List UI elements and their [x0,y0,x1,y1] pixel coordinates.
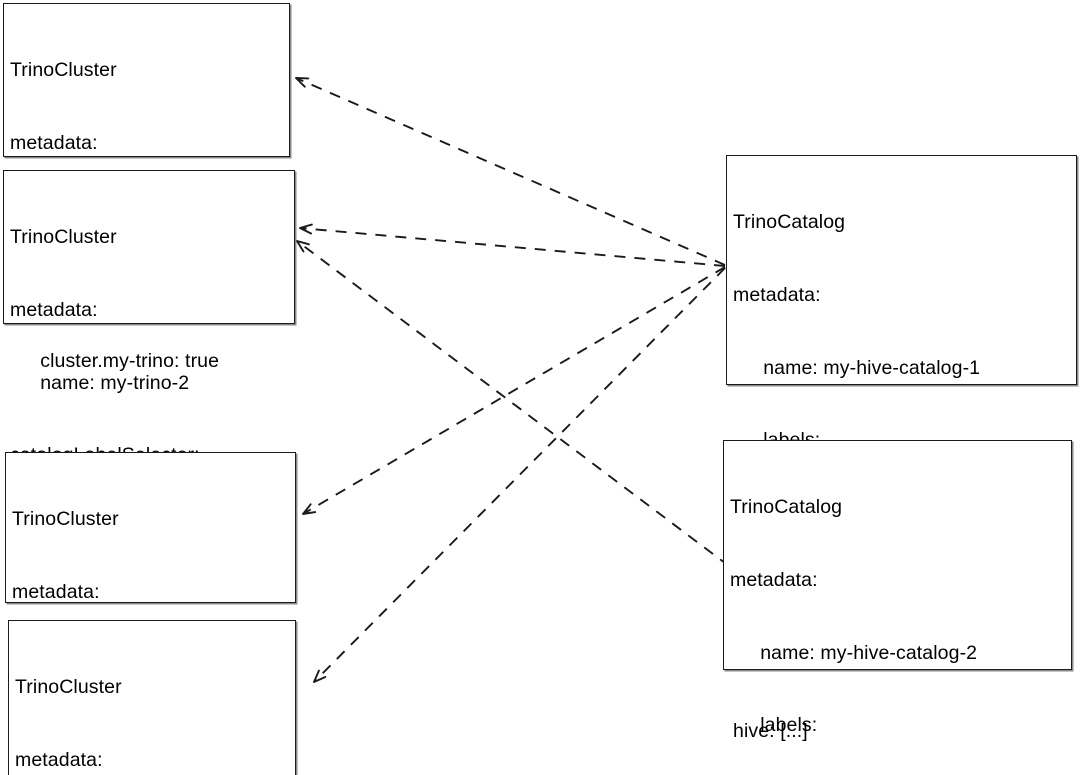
node-metadata-key: metadata: [10,299,98,322]
node-trinocatalog-my-hive-catalog-1[interactable]: TrinoCatalog metadata: name: my-hive-cat… [726,155,1077,742]
node-body: TrinoCatalog metadata: name: my-hive-cat… [724,441,1071,775]
edge-catalog1-to-cluster1 [295,77,726,266]
node-trinocluster-my-trino-blue[interactable]: TrinoCluster metadata: name: my-trino-bl… [5,452,296,748]
node-labels-key: labels: [760,714,818,737]
node-metadata-key: metadata: [15,749,103,772]
node-body: TrinoCluster metadata: name: my-trino-gr… [9,621,295,775]
edge-catalog1-to-cluster4 [313,267,726,683]
node-metadata-key: metadata: [730,569,818,592]
node-kind-label: TrinoCatalog [730,496,843,519]
node-kind-label: TrinoCluster [10,59,117,82]
node-kind-label: TrinoCluster [10,226,117,249]
node-metadata-key: metadata: [733,284,821,307]
edge-catalog2-to-cluster2 [296,240,730,567]
node-selector-entry: cluster.my-trino: true [40,349,220,372]
node-connector-field: hive: [...] [733,719,808,742]
node-kind-label: TrinoCatalog [733,211,846,234]
node-trinocluster-my-trino-green[interactable]: TrinoCluster metadata: name: my-trino-gr… [8,620,296,775]
node-metadata-key: metadata: [10,132,98,155]
node-kind-label: TrinoCluster [12,508,119,531]
node-name-field: name: my-trino-2 [40,371,190,394]
node-trinocatalog-my-hive-catalog-2[interactable]: TrinoCatalog metadata: name: my-hive-cat… [723,440,1072,736]
node-trinocluster-my-trino[interactable]: TrinoCluster metadata: name: my-trino ca… [3,3,290,372]
node-name-field: name: my-hive-catalog-1 [763,356,981,379]
node-name-field: name: my-hive-catalog-2 [760,641,978,664]
node-kind-label: TrinoCluster [15,676,122,699]
edge-catalog1-to-cluster3 [302,266,726,515]
node-trinocluster-my-trino-2[interactable]: TrinoCluster metadata: name: my-trino-2 … [3,170,295,539]
edge-catalog1-to-cluster2 [299,223,726,267]
node-metadata-key: metadata: [12,581,100,604]
